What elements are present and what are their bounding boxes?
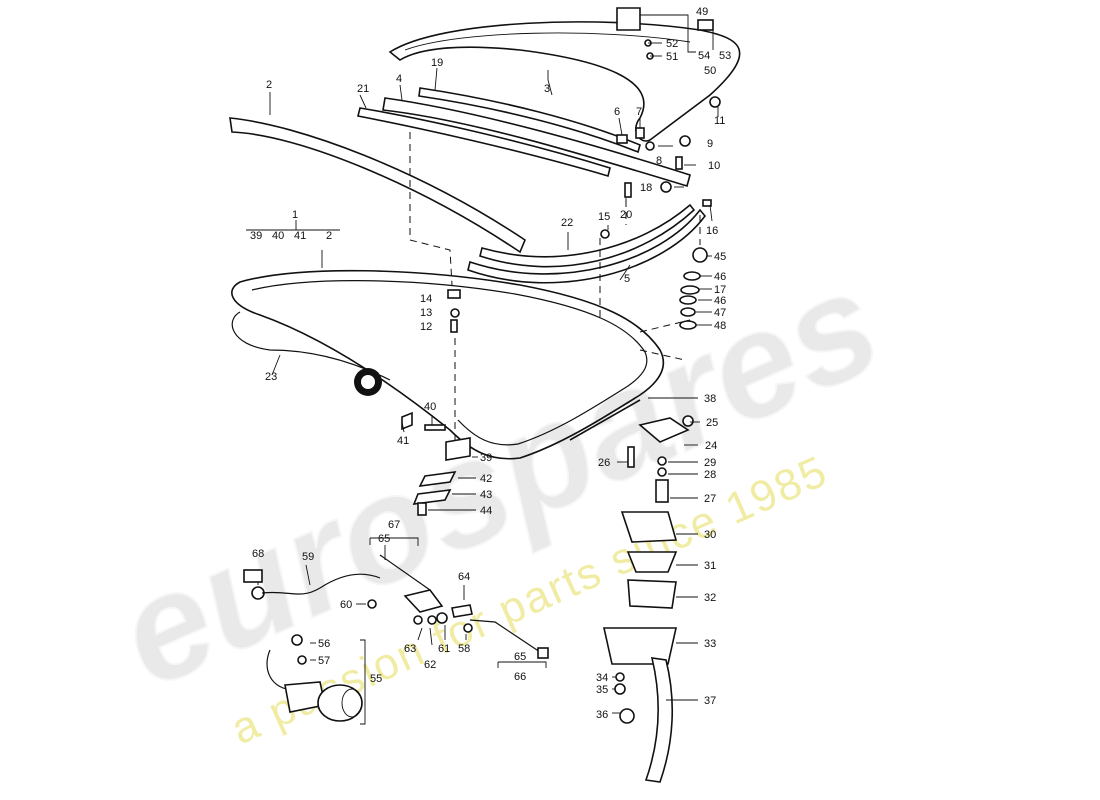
callout-2[interactable]: 2: [266, 79, 272, 91]
callout-20[interactable]: 20: [620, 209, 632, 221]
part-22-rail[interactable]: [479, 203, 696, 268]
callout-59[interactable]: 59: [302, 551, 314, 563]
part-21-strip[interactable]: [357, 107, 611, 178]
callout-42[interactable]: 42: [480, 473, 492, 485]
callout-37[interactable]: 37: [704, 695, 716, 707]
callout-67[interactable]: 67: [388, 519, 400, 531]
callout-12[interactable]: 12: [420, 321, 432, 333]
callout-11[interactable]: 11: [714, 115, 725, 127]
callout-51[interactable]: 51: [666, 51, 678, 63]
part-19-seal[interactable]: [418, 87, 641, 154]
callout-1-group-2[interactable]: 2: [326, 230, 332, 242]
callout-labels: 1 2 3 4 5 6 7 8 9 10 11 12 13 14 15 16 1…: [250, 6, 731, 721]
callout-61[interactable]: 61: [438, 643, 450, 655]
callout-1[interactable]: 1: [292, 209, 298, 221]
part-3-cover[interactable]: [388, 21, 741, 142]
callout-15[interactable]: 15: [598, 211, 610, 223]
callout-46[interactable]: 46: [714, 271, 726, 283]
callout-22[interactable]: 22: [561, 217, 573, 229]
callout-68[interactable]: 68: [252, 548, 264, 560]
callout-26[interactable]: 26: [598, 457, 610, 469]
callout-21[interactable]: 21: [357, 83, 369, 95]
callout-60[interactable]: 60: [340, 599, 352, 611]
callout-29[interactable]: 29: [704, 457, 716, 469]
callout-44[interactable]: 44: [480, 505, 492, 517]
callout-1-group-40[interactable]: 40: [272, 230, 284, 242]
part-23-hose[interactable]: [231, 311, 391, 381]
callout-3[interactable]: 3: [544, 83, 550, 95]
callout-62[interactable]: 62: [424, 659, 436, 671]
callout-24[interactable]: 24: [705, 440, 717, 452]
callout-36[interactable]: 36: [596, 709, 608, 721]
callout-1-group-39[interactable]: 39: [250, 230, 262, 242]
callout-13[interactable]: 13: [420, 307, 432, 319]
motor-assembly[interactable]: [243, 554, 549, 722]
callout-14[interactable]: 14: [420, 293, 432, 305]
callout-47[interactable]: 47: [714, 307, 726, 319]
leader-lines: [246, 14, 719, 725]
callout-40[interactable]: 40: [424, 401, 436, 413]
callout-53[interactable]: 53: [719, 50, 731, 62]
callout-8[interactable]: 8: [656, 155, 662, 167]
callout-9[interactable]: 9: [707, 138, 713, 150]
callout-64[interactable]: 64: [458, 571, 470, 583]
callout-4[interactable]: 4: [396, 73, 402, 85]
callout-65[interactable]: 65: [378, 533, 390, 545]
callout-38[interactable]: 38: [704, 393, 716, 405]
callout-16[interactable]: 16: [706, 225, 718, 237]
callout-58[interactable]: 58: [458, 643, 470, 655]
callout-48[interactable]: 48: [714, 320, 726, 332]
part-4-strip[interactable]: [382, 97, 691, 188]
callout-35[interactable]: 35: [596, 684, 608, 696]
callout-41[interactable]: 41: [397, 435, 409, 447]
watermark: eurospares a passion for parts since 198…: [94, 236, 903, 754]
callout-34[interactable]: 34: [596, 672, 608, 684]
hardware-pieces[interactable]: [401, 7, 721, 516]
callout-45[interactable]: 45: [714, 251, 726, 263]
part-2-trim[interactable]: [229, 117, 526, 254]
callout-46b[interactable]: 46: [714, 295, 726, 307]
callout-49[interactable]: 49: [696, 6, 708, 18]
callout-6[interactable]: 6: [614, 106, 620, 118]
callout-52[interactable]: 52: [666, 38, 678, 50]
badge-icon: [354, 368, 382, 396]
callout-65b[interactable]: 65: [514, 651, 526, 663]
callout-23[interactable]: 23: [265, 371, 277, 383]
callout-39[interactable]: 39: [480, 452, 492, 464]
callout-63[interactable]: 63: [404, 643, 416, 655]
callout-55[interactable]: 55: [370, 673, 382, 685]
callout-56[interactable]: 56: [318, 638, 330, 650]
callout-18[interactable]: 18: [640, 182, 652, 194]
latch-assembly[interactable]: [569, 399, 694, 783]
part-1-frame[interactable]: [231, 269, 665, 460]
callout-54[interactable]: 54: [698, 50, 710, 62]
callout-10[interactable]: 10: [708, 160, 720, 172]
callout-30[interactable]: 30: [704, 529, 716, 541]
callout-66[interactable]: 66: [514, 671, 526, 683]
callout-28[interactable]: 28: [704, 469, 716, 481]
callout-17[interactable]: 17: [714, 284, 726, 296]
dashed-guides: [409, 132, 701, 445]
callout-32[interactable]: 32: [704, 592, 716, 604]
callout-5[interactable]: 5: [624, 273, 630, 285]
callout-27[interactable]: 27: [704, 493, 716, 505]
callout-25[interactable]: 25: [706, 417, 718, 429]
callout-33[interactable]: 33: [704, 638, 716, 650]
callout-43[interactable]: 43: [480, 489, 492, 501]
part-5-rail[interactable]: [467, 208, 707, 284]
callout-1-group-41[interactable]: 41: [294, 230, 306, 242]
callout-7[interactable]: 7: [636, 106, 642, 118]
callout-57[interactable]: 57: [318, 655, 330, 667]
callout-19[interactable]: 19: [431, 57, 443, 69]
callout-50[interactable]: 50: [704, 65, 716, 77]
callout-31[interactable]: 31: [704, 560, 716, 572]
